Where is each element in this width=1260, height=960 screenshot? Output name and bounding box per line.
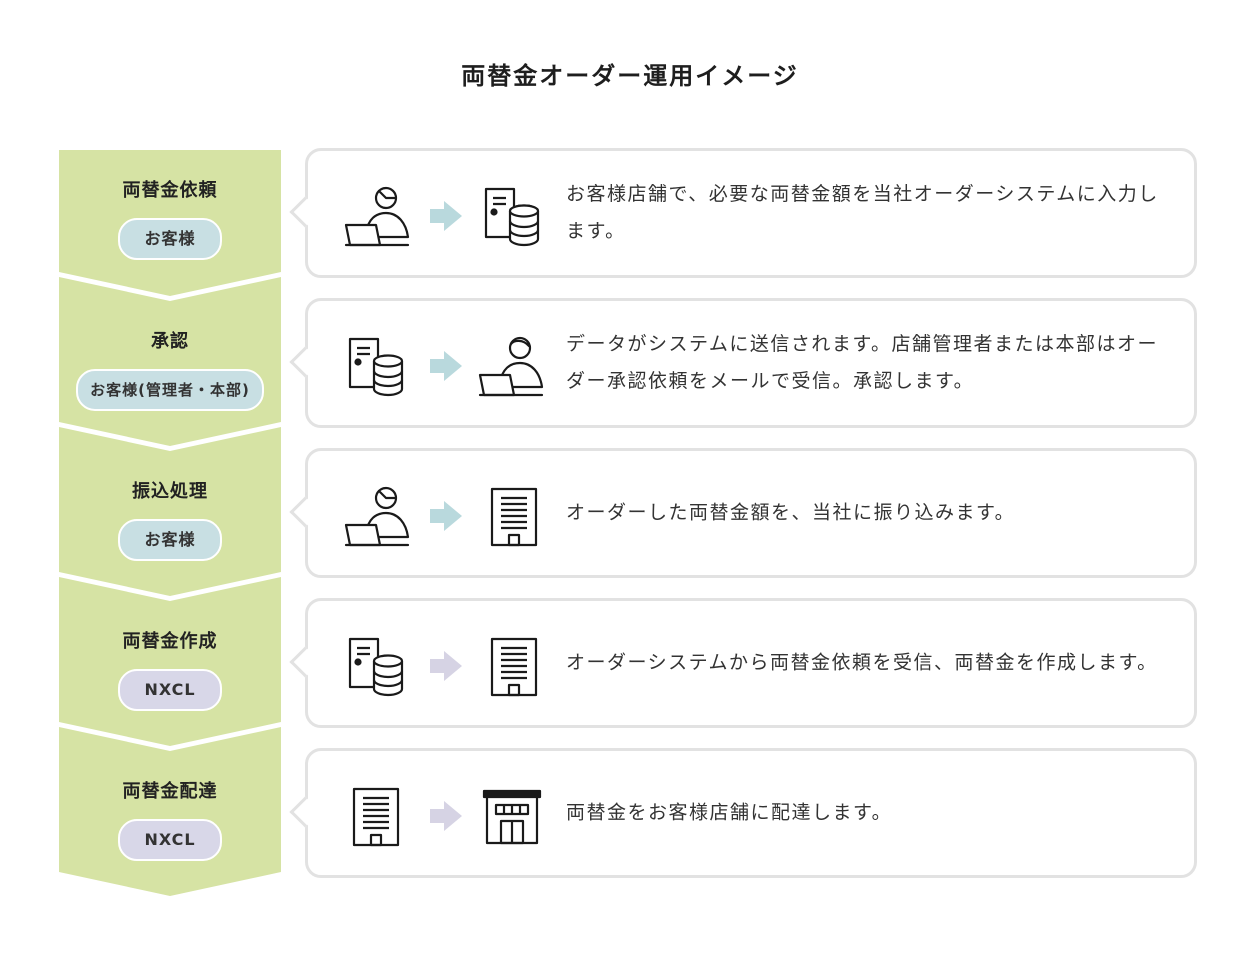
step-label-3: 振込処理 お客様 [59,477,281,561]
card-pointer [289,646,321,678]
flow-icons [352,787,542,847]
step-label-1: 両替金依頼 お客様 [59,176,281,260]
step-card-3: オーダーした両替金額を、当社に振り込みます。 [289,448,1197,578]
actor-pill: お客様 [118,519,222,561]
user-laptop-icon [344,186,410,247]
flow-icons [344,186,540,247]
card-pointer [289,796,321,828]
flow-icons [348,336,544,397]
step-description: データがシステムに送信されます。店舗管理者または本部はオーダー承認依頼をメールで… [566,333,1159,392]
step-label-2: 承認 お客様(管理者・本部) [59,327,281,411]
card-pointer [289,196,321,228]
flow-icons [344,486,538,547]
server-database-icon [348,337,404,397]
step-description: オーダーシステムから両替金依頼を受信、両替金を作成します。 [566,651,1158,674]
user-laptop-icon [344,486,410,547]
step-label-5: 両替金配達 NXCL [59,777,281,861]
step-label-4: 両替金作成 NXCL [59,627,281,711]
step-chevron-4 [59,577,281,746]
page-title: 両替金オーダー運用イメージ [461,62,799,90]
store-front-icon [482,789,542,845]
office-building-icon [352,787,400,847]
step-title: 両替金依頼 [122,180,218,201]
card-pointer [289,496,321,528]
step-description: 両替金をお客様店舗に配達します。 [566,801,893,824]
office-building-icon [490,637,538,697]
step-title: 振込処理 [132,481,208,502]
flow-arrow-icon [430,201,462,231]
flow-arrow-icon [430,351,462,381]
flow-icons [348,637,538,697]
flow-arrow-icon [430,501,462,531]
step-card-5: 両替金をお客様店舗に配達します。 [289,748,1197,878]
step-title: 両替金配達 [122,781,218,802]
step-title: 承認 [151,331,189,352]
card-pointer [289,346,321,378]
step-description: お客様店舗で、必要な両替金額を当社オーダーシステムに入力します。 [566,183,1159,242]
server-database-icon [348,637,404,697]
office-building-icon [490,487,538,547]
step-column: 両替金依頼 お客様 承認 お客様(管理者・本部) 振込処理 お客様 両替金作成 … [59,150,281,900]
step-card-1: お客様店舗で、必要な両替金額を当社オーダーシステムに入力します。 [289,148,1197,278]
actor-pill: お客様 [118,218,222,260]
server-database-icon [484,187,540,247]
actor-pill: お客様(管理者・本部) [76,369,264,411]
step-title: 両替金作成 [122,631,218,652]
actor-pill: NXCL [118,819,222,861]
flow-arrow-icon [430,651,462,681]
step-description: オーダーした両替金額を、当社に振り込みます。 [566,501,1016,524]
actor-pill: NXCL [118,669,222,711]
step-card-2: データがシステムに送信されます。店舗管理者または本部はオーダー承認依頼をメールで… [289,298,1197,428]
flow-arrow-icon [430,801,462,831]
step-card-4: オーダーシステムから両替金依頼を受信、両替金を作成します。 [289,598,1197,728]
step-chevron-3 [59,427,281,596]
user-laptop-icon [478,336,544,397]
step-chevron-5 [59,727,281,896]
